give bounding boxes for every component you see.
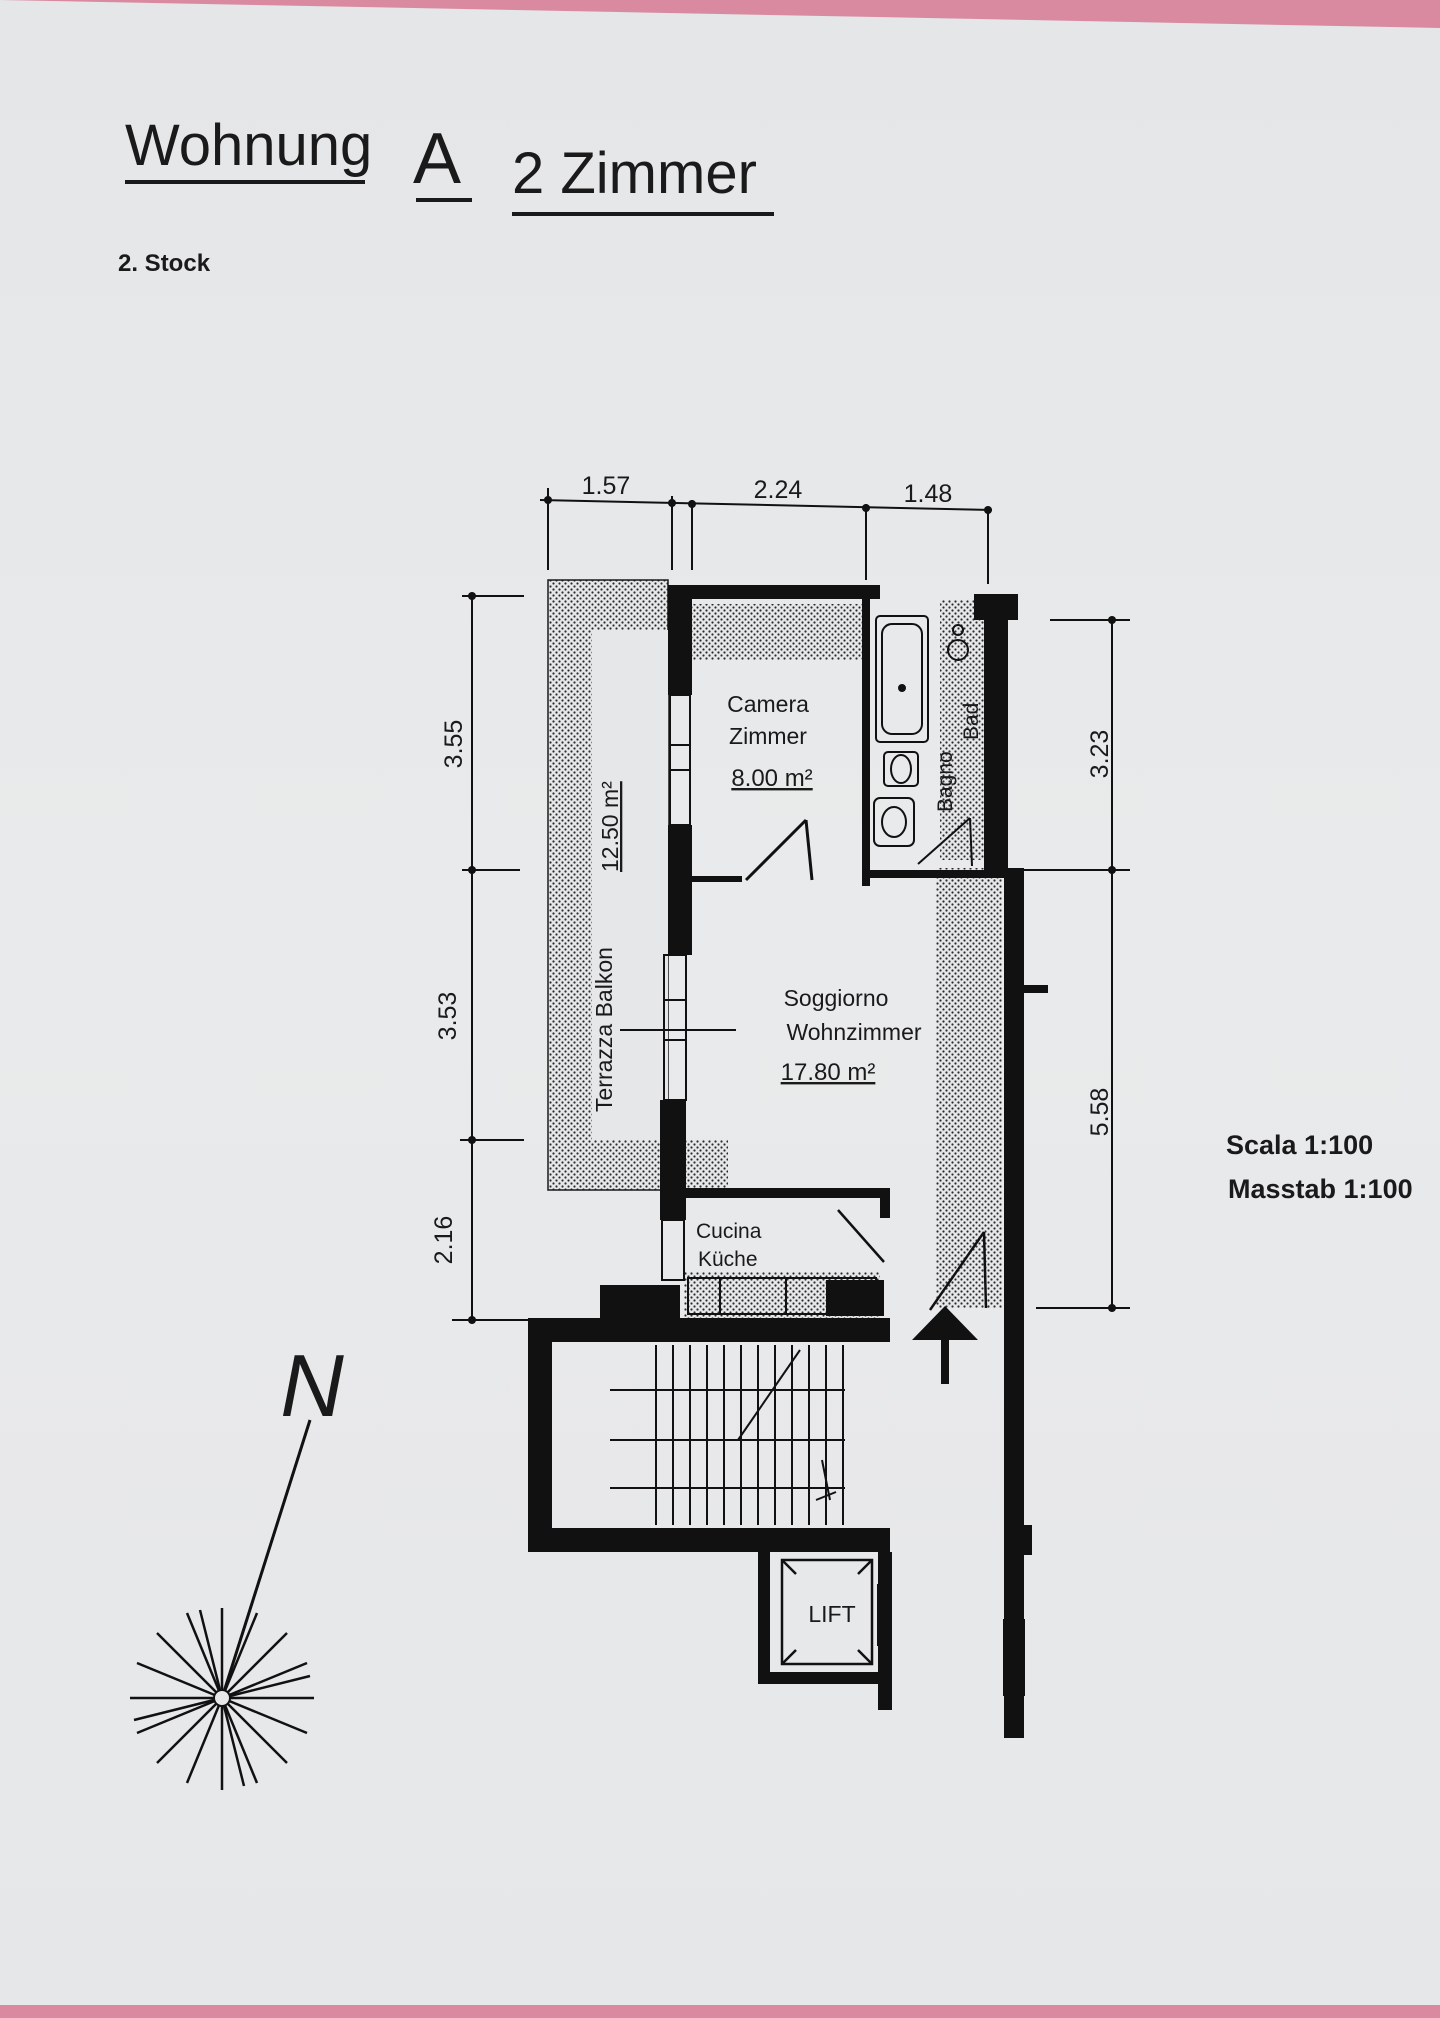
- title-letter-underline: [416, 198, 472, 202]
- dim-top-1: 1.57: [582, 472, 631, 500]
- dimension-ticks: [468, 496, 1116, 1324]
- kitchen-counter: [687, 1277, 877, 1315]
- svg-text:Wohnzimmer: Wohnzimmer: [786, 1019, 921, 1045]
- svg-text:Küche: Küche: [698, 1248, 758, 1271]
- bedroom-hatch: [692, 604, 862, 660]
- dim-left-2: 3.53: [434, 992, 462, 1041]
- svg-text:8.00 m²: 8.00 m²: [731, 765, 812, 792]
- scale-italian: Scala 1:100: [1226, 1130, 1374, 1160]
- bath-door: [917, 817, 973, 867]
- svg-text:Bad: Bad: [960, 703, 983, 740]
- svg-text:Soggiorno: Soggiorno: [784, 985, 889, 1011]
- living-label: Soggiorno Wohnzimmer 17.80 m²: [781, 985, 922, 1086]
- lift-label: LIFT: [808, 1601, 855, 1627]
- dim-top-2: 2.24: [754, 476, 803, 504]
- svg-text:17.80 m²: 17.80 m²: [781, 1059, 876, 1086]
- living-hatch: [936, 868, 1002, 1308]
- bathtub: [875, 615, 929, 743]
- top-dimensions: 1.57 2.24 1.48: [582, 472, 953, 508]
- dim-right-1: 3.23: [1086, 730, 1114, 779]
- entrance-arrow: [912, 1306, 978, 1384]
- right-dimensions: 3.23 5.58: [1086, 730, 1114, 1137]
- svg-text:12.50 m²: 12.50 m²: [597, 781, 623, 872]
- kitchen-label: Cucina Küche: [696, 1220, 762, 1271]
- svg-text:Bagno: Bagno: [934, 751, 957, 812]
- toilet: [883, 751, 919, 787]
- window-segments: [661, 694, 1025, 1696]
- bedroom-label: Camera Zimmer 8.00 m²: [727, 691, 813, 792]
- dim-left-1: 3.55: [440, 720, 468, 769]
- title-rooms-underline: [512, 212, 774, 216]
- bidet: [947, 624, 969, 661]
- kitchen-door: [837, 1209, 988, 1311]
- staircase: [610, 1345, 845, 1525]
- svg-text:Cucina: Cucina: [696, 1220, 762, 1243]
- lift-box: [780, 1558, 874, 1666]
- compass-rose: N: [130, 1336, 344, 1790]
- title-rooms: 2 Zimmer: [512, 141, 757, 206]
- svg-text:Zimmer: Zimmer: [729, 723, 807, 749]
- floor-label: 2. Stock: [118, 250, 211, 277]
- washbasin: [873, 797, 915, 847]
- bath-label: Bagno Bad: [934, 703, 983, 812]
- terrace-area: [547, 579, 728, 1191]
- dim-top-3: 1.48: [904, 480, 953, 508]
- bath-hatch: [940, 600, 986, 860]
- north-label: N: [280, 1336, 344, 1435]
- title-word: Wohnung: [125, 113, 373, 178]
- svg-text:Terrazza Balkon: Terrazza Balkon: [591, 947, 617, 1112]
- title-underline: [125, 180, 365, 184]
- title-letter: A: [413, 119, 462, 199]
- dim-right-2: 5.58: [1086, 1088, 1114, 1137]
- walls: [528, 585, 1048, 1738]
- scale-german: Masstab 1:100: [1228, 1174, 1413, 1204]
- left-dimensions: 3.55 3.53 2.16: [430, 720, 468, 1265]
- bedroom-door: [744, 818, 814, 882]
- dim-left-3: 2.16: [430, 1216, 458, 1265]
- svg-text:Camera: Camera: [727, 691, 809, 717]
- terrace-label: Terrazza Balkon 12.50 m²: [591, 781, 623, 1112]
